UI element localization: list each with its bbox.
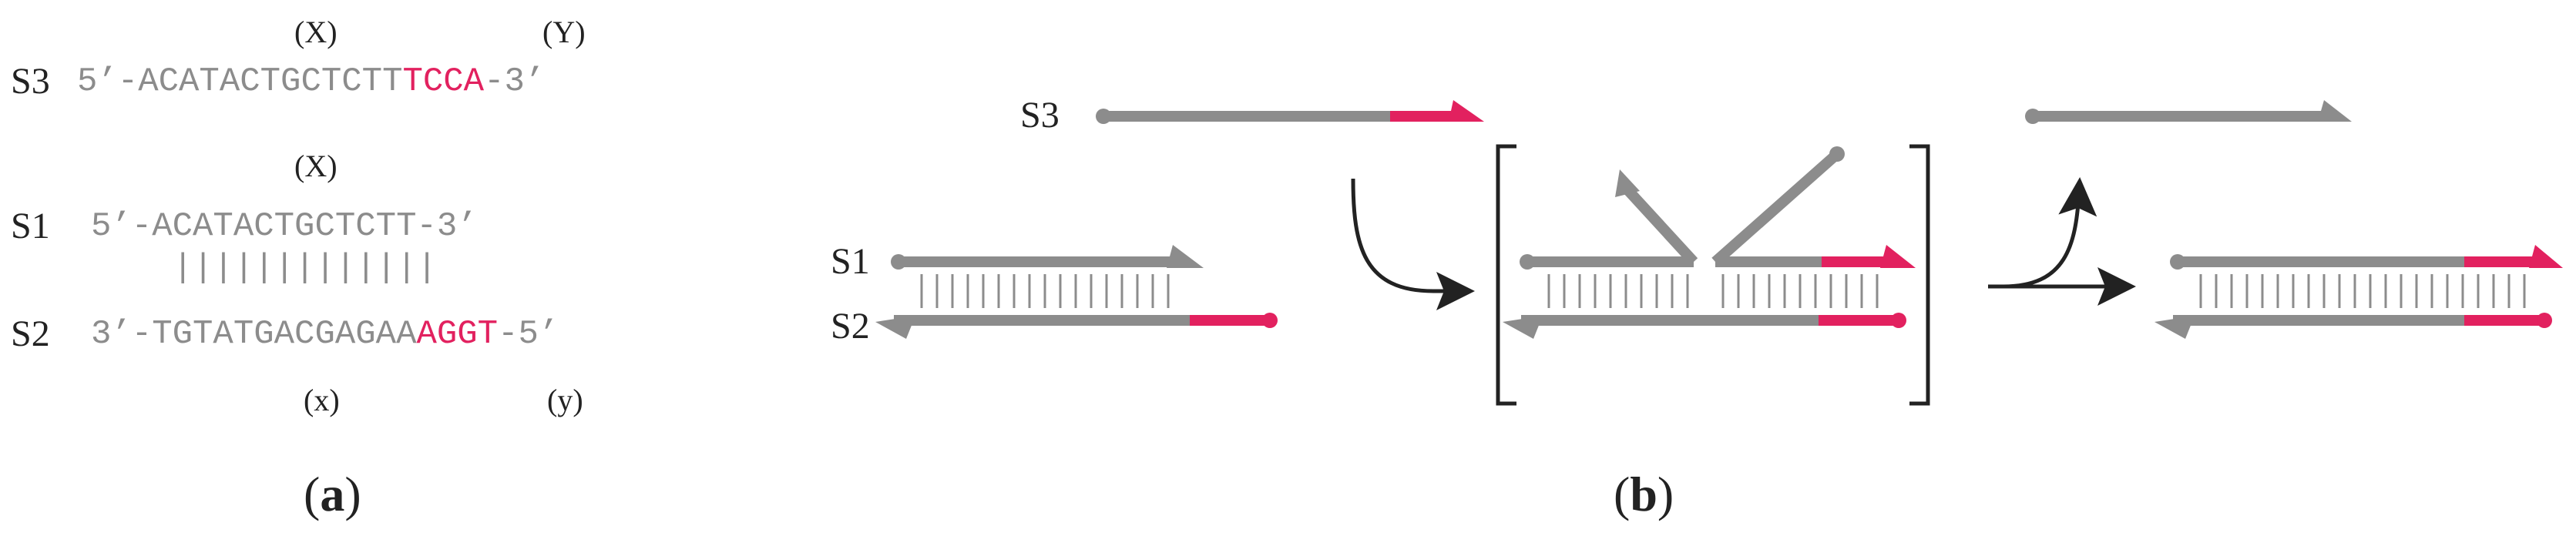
domain-x-label-bottom: (x) <box>304 383 340 417</box>
s2-label: S2 <box>11 313 50 354</box>
domain-Y-label-top: (Y) <box>542 15 586 49</box>
s3-sequence: 5’-ACATACTGCTCTTTCCA-3’ <box>77 65 545 99</box>
b-s2-label: S2 <box>831 306 870 347</box>
int-s3-3prime-arrowhead <box>1880 245 1916 268</box>
int-s3-unbound <box>1711 149 1841 266</box>
s3-seq-toehold: TCCA <box>402 62 485 101</box>
stage1-s3-strand <box>1096 100 1484 124</box>
arrow-release-s1 <box>2003 177 2097 289</box>
s3-seq-gray: 5’-ACATACTGCTCTT <box>77 62 403 101</box>
stage3-duplex <box>2155 245 2563 339</box>
stage2-intermediate <box>1503 146 1916 339</box>
domain-X-label-mid: (X) <box>294 149 338 183</box>
s2-5prime-end <box>1262 313 1278 328</box>
b-s1-label: S1 <box>831 241 870 282</box>
s2-seq-end: -5’ <box>498 315 559 353</box>
right-bracket <box>1909 144 1930 406</box>
s3-label: S3 <box>11 61 50 102</box>
rel-s1-3prime-arrowhead <box>2318 100 2352 122</box>
s2-seq-gray: 3’-TGTATGACGAGAA <box>91 315 417 353</box>
panel-a-caption: (a) <box>304 467 361 521</box>
arrow-bind-s3 <box>1351 178 1475 310</box>
int-s2-5prime-end <box>1891 313 1906 328</box>
domain-X-label-top: (X) <box>294 15 338 49</box>
s3-3prime-arrowhead <box>1449 100 1484 122</box>
s1-sequence: 5’-ACATACTGCTCTT-3’ <box>91 207 478 246</box>
stage2-base-pairs <box>1547 274 1879 308</box>
panel-b-caption: (b) <box>1614 467 1674 521</box>
b-s3-label: S3 <box>1020 95 1060 136</box>
base-pair-bonds: ||||||||||||| <box>173 249 438 287</box>
stage3-base-pairs <box>2199 274 2526 308</box>
int-s1-displaced <box>1621 184 1698 266</box>
stage3-released-s1 <box>2025 100 2352 124</box>
domain-y-label-bottom: (y) <box>547 383 583 417</box>
stage1-base-pairs <box>920 274 1170 308</box>
s1-label: S1 <box>11 206 50 246</box>
int-s1-3prime-arrowhead <box>1615 169 1640 197</box>
s1-3prime-arrowhead <box>1167 245 1204 268</box>
left-bracket <box>1496 144 1516 406</box>
stage1-duplex <box>875 245 1278 339</box>
s3-seq-end: -3’ <box>484 62 546 101</box>
s2-seq-toehold: AGGT <box>416 315 499 353</box>
s2-sequence: 3’-TGTATGACGAGAAAGGT-5’ <box>91 317 559 351</box>
fin-s2-5prime-end <box>2537 313 2552 328</box>
fin-s3-3prime-arrowhead <box>2529 245 2563 268</box>
int-s3-5prime-end <box>1829 146 1845 162</box>
